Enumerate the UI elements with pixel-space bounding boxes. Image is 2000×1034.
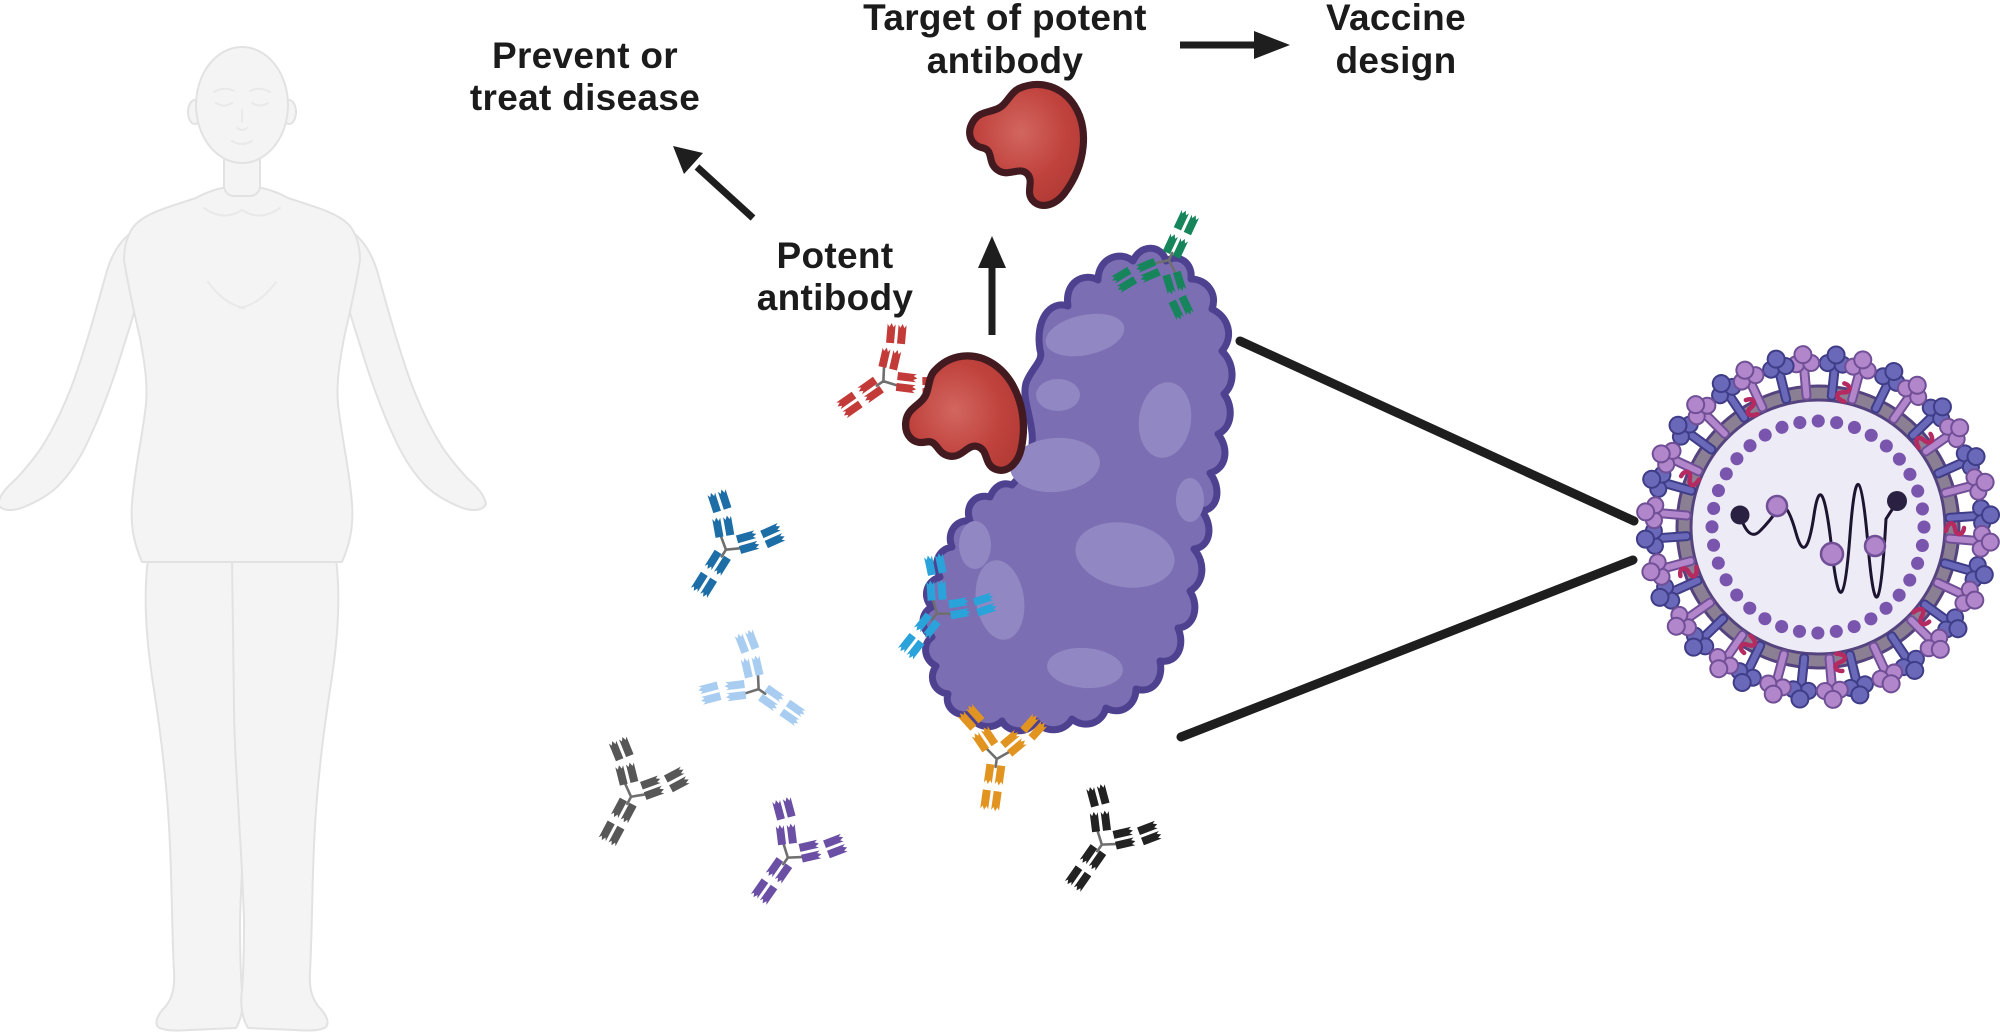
virus-rna-genome xyxy=(1730,482,1907,599)
body-left-arm xyxy=(0,224,145,511)
callout-line-bottom xyxy=(1176,555,1638,742)
virus-particle xyxy=(1636,345,2000,709)
label-prevent-line1: Prevent or xyxy=(492,35,678,76)
arrow-to-vaccine-design xyxy=(1180,31,1290,59)
label-target-line1: Target of potent xyxy=(863,0,1147,38)
antibody-dark-blue xyxy=(658,479,795,619)
body-right-leg xyxy=(231,544,340,1032)
body-right-arm xyxy=(339,224,487,511)
body-torso xyxy=(123,185,361,563)
virus-membrane xyxy=(1677,386,1959,668)
label-potent-line1: Potent xyxy=(777,235,894,276)
epitope-target xyxy=(966,81,1086,207)
rna-dot-dark xyxy=(1887,491,1907,511)
label-potent-line2: antibody xyxy=(757,277,914,318)
antibody-light-blue xyxy=(688,619,829,758)
antibody-gray xyxy=(565,727,699,865)
rna-dot-dark xyxy=(1730,505,1750,525)
virus-matrix-dot-ring xyxy=(1705,414,1931,640)
rna-dot-light xyxy=(1765,494,1789,518)
virus-callout-lines xyxy=(1176,336,1639,742)
body-face-lines xyxy=(203,87,281,309)
rna-dot-light xyxy=(1863,534,1887,558)
rna-dot-light xyxy=(1819,541,1845,567)
arrow-epitope-up xyxy=(978,236,1006,335)
antigen-protein xyxy=(919,244,1236,735)
label-prevent-line2: treat disease xyxy=(470,77,700,118)
antibody-black xyxy=(1033,774,1172,915)
virus-membrane-outer-line xyxy=(1675,384,1961,670)
body-head xyxy=(195,46,289,164)
arrow-to-prevent-disease xyxy=(673,146,756,221)
human-body-silhouette xyxy=(0,46,487,1032)
label-target-line2: antibody xyxy=(927,40,1084,81)
label-vaccine-line2: design xyxy=(1335,40,1456,81)
callout-line-top xyxy=(1235,336,1639,526)
virus-interior xyxy=(1684,393,1952,661)
antibody-purple xyxy=(719,787,858,928)
antigen-protein-patches xyxy=(959,313,1204,689)
label-vaccine-line1: Vaccine xyxy=(1326,0,1466,38)
